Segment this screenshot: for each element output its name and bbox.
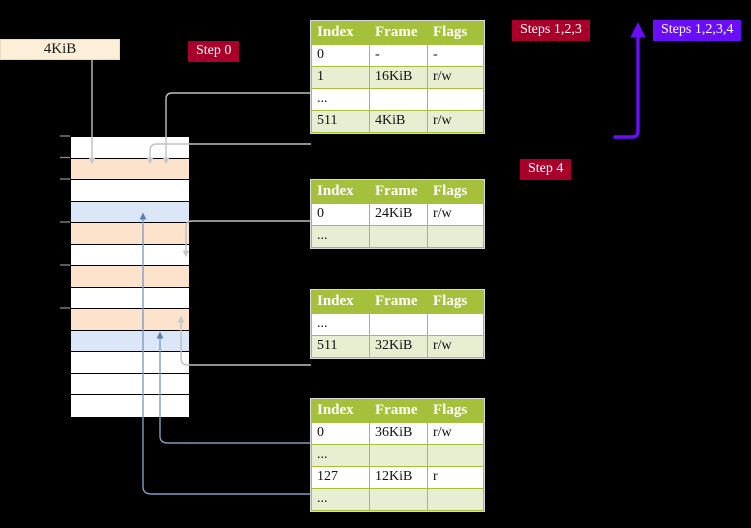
table-row: 0-- — [311, 44, 484, 67]
badge-steps-1-2-3-4: Steps 1,2,3,4 — [653, 20, 742, 41]
table-cell-index: 127 — [311, 466, 370, 489]
table-cell-index: 0 — [311, 203, 370, 226]
memory-frame-row — [71, 201, 189, 223]
table-cell-flags — [427, 88, 484, 111]
table-cell-frame: 24KiB — [369, 203, 428, 226]
table-cell-index: 1 — [311, 66, 370, 89]
memory-frame-row — [71, 223, 189, 245]
table-cell-frame: 36KiB — [369, 422, 428, 445]
memory-frame-row — [71, 244, 189, 266]
column-header-index: Index — [311, 399, 370, 423]
table-row: ... — [311, 444, 484, 467]
memory-tick-marks — [60, 135, 70, 309]
column-header-flags: Flags — [427, 180, 484, 204]
table-cell-flags — [427, 444, 484, 467]
table-cell-index: 511 — [311, 110, 370, 133]
connector-steps-1234-arrow — [613, 22, 646, 139]
table-cell-frame: 12KiB — [369, 466, 428, 489]
table-row: ... — [311, 88, 484, 111]
table-cell-flags — [427, 488, 484, 511]
table-cell-frame — [369, 444, 428, 467]
memory-frame-row — [71, 395, 189, 417]
table-cell-index: ... — [311, 444, 370, 467]
table-cell-flags — [427, 313, 484, 336]
column-header-flags: Flags — [427, 399, 484, 423]
badge-step-4: Step 4 — [520, 159, 572, 180]
table-cell-frame: 4KiB — [369, 110, 428, 133]
memory-frame-row — [71, 352, 189, 374]
table-cell-flags: - — [427, 44, 484, 67]
table-row: ... — [311, 225, 484, 248]
column-header-frame: Frame — [369, 290, 428, 314]
badge-steps-1-2-3: Steps 1,2,3 — [512, 20, 590, 41]
table-row: ... — [311, 313, 484, 336]
column-header-frame: Frame — [369, 21, 428, 45]
connector-pd-row511 — [177, 315, 311, 366]
table-cell-index: 511 — [311, 335, 370, 358]
table-cell-flags — [427, 225, 484, 248]
table-row: ... — [311, 488, 484, 511]
column-header-index: Index — [311, 180, 370, 204]
column-header-index: Index — [311, 21, 370, 45]
table-cell-index: ... — [311, 88, 370, 111]
table-cell-flags: r/w — [427, 422, 484, 445]
memory-frame-row — [71, 137, 189, 159]
memory-frame-row — [71, 330, 189, 352]
column-header-index: Index — [311, 290, 370, 314]
table-cell-flags: r/w — [427, 203, 484, 226]
memory-frame-row — [71, 180, 189, 202]
physical-memory-column — [70, 136, 190, 418]
memory-frame-row — [71, 373, 189, 395]
memory-frame-row — [71, 309, 189, 331]
table-cell-index: ... — [311, 488, 370, 511]
table-cell-frame — [369, 488, 428, 511]
table-cell-flags: r/w — [427, 335, 484, 358]
memory-frame-row — [71, 158, 189, 180]
table-cell-frame: - — [369, 44, 428, 67]
column-header-flags: Flags — [427, 290, 484, 314]
table-cell-frame: 16KiB — [369, 66, 428, 89]
column-header-flags: Flags — [427, 21, 484, 45]
memory-frame-row — [71, 266, 189, 288]
table-cell-frame — [369, 88, 428, 111]
table-cell-flags: r/w — [427, 110, 484, 133]
connector-pdpt-row0 — [182, 220, 311, 258]
table-cell-frame — [369, 225, 428, 248]
table-cell-index: 0 — [311, 44, 370, 67]
table-cell-index: ... — [311, 225, 370, 248]
table-cell-frame: 32KiB — [369, 335, 428, 358]
column-header-frame: Frame — [369, 399, 428, 423]
table-cell-index: 0 — [311, 422, 370, 445]
table-cell-frame — [369, 313, 428, 336]
badge-step-0: Step 0 — [188, 41, 240, 62]
memory-frame-row — [71, 287, 189, 309]
memory-size-label: 4KiB — [0, 39, 120, 60]
table-cell-index: ... — [311, 313, 370, 336]
table-cell-flags: r — [427, 466, 484, 489]
column-header-frame: Frame — [369, 180, 428, 204]
table-cell-flags: r/w — [427, 66, 484, 89]
